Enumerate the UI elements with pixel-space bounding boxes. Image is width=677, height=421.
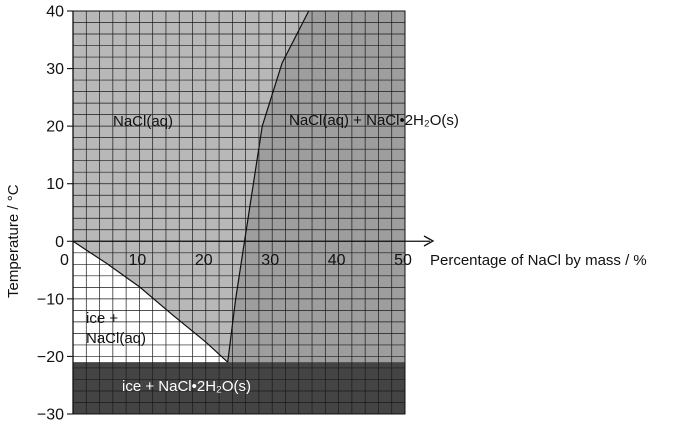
x-tick-label: 20	[195, 252, 213, 269]
x-tick-label: 0	[60, 252, 69, 269]
x-tick-label: 30	[261, 252, 279, 269]
y-tick-label: −20	[37, 349, 64, 366]
region-label-ice-dihydrate: ice + NaCl•2H₂O(s)	[122, 378, 251, 395]
y-tick-label: −30	[37, 407, 64, 421]
y-tick-label: −10	[37, 291, 64, 308]
phase-boundaries	[72, 10, 310, 363]
region-ice-dihydrate	[73, 362, 405, 414]
boundary-solution-dihydrate	[227, 10, 310, 363]
x-tick-label: 10	[129, 252, 147, 269]
y-tick-label: 30	[46, 61, 64, 78]
y-tick-label: 0	[55, 234, 64, 251]
y-axis-title: Temperature / °C	[5, 184, 22, 298]
region-ice-solution	[73, 241, 228, 363]
y-tick-label: 10	[46, 176, 64, 193]
region-label-solution: NaCl(aq)	[113, 113, 173, 130]
y-tick-label: 40	[46, 4, 64, 21]
x-tick-label: 50	[394, 252, 412, 269]
chart-axes	[67, 10, 435, 415]
region-label-ice-solution-line2: NaCl(aq)	[86, 330, 146, 347]
x-axis-arrow	[423, 235, 435, 247]
x-axis-title: Percentage of NaCl by mass / %	[430, 252, 647, 269]
y-tick-label: 20	[46, 119, 64, 136]
region-label-ice-solution-line1: ice +	[86, 310, 118, 327]
boundary-ice-solution	[72, 240, 229, 363]
region-label-solution-dihydrate: NaCl(aq) + NaCl•2H₂O(s)	[289, 112, 459, 129]
phase-regions	[73, 11, 405, 414]
x-tick-label: 40	[328, 252, 346, 269]
chart-grid	[72, 10, 406, 415]
